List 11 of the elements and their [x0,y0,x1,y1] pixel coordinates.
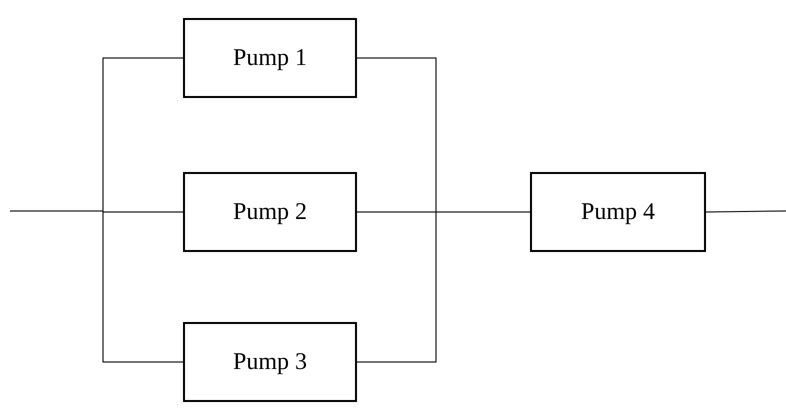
connector-line [706,210,786,212]
block-label: Pump 4 [580,198,655,226]
block-label: Pump 3 [232,348,307,376]
pump-block [183,322,357,402]
block-label: Pump 1 [232,44,307,72]
pump-block [183,172,357,252]
connector-line [356,212,530,362]
connector-line [10,210,184,362]
pump-block [183,18,357,98]
block-label: Pump 2 [232,198,307,226]
pump-block [530,172,706,252]
